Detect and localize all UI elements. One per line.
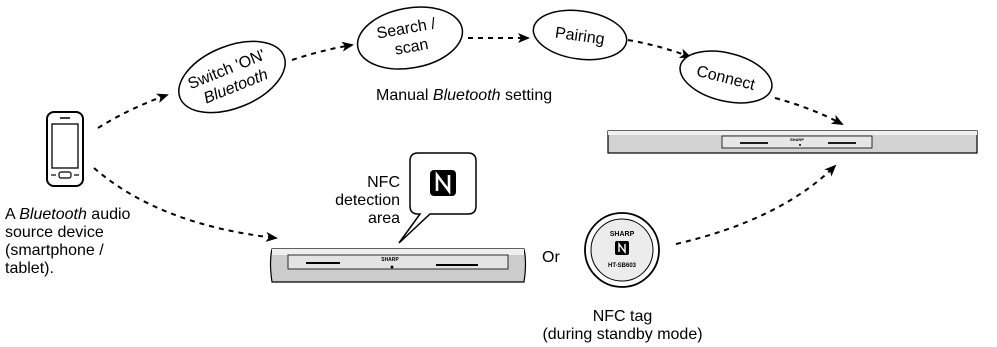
soundbar-top-brand: SHARP [790,137,804,142]
soundbar-top: SHARP [607,130,978,154]
step-connect: Connect [679,50,773,104]
tag-model: HT-SB603 [608,263,637,269]
nfc-detection-label: NFC detection area [335,174,400,227]
nfc-tag-label: NFC tag (during standby mode) [542,308,703,343]
tag-brand: SHARP [610,231,635,238]
soundbar-bottom: SHARP [269,248,527,283]
nfc-callout [398,152,477,244]
nfc-n-mark-icon [430,170,456,196]
manual-setting-label: Manual Bluetooth setting [376,87,552,104]
arrow-switch-to-search [291,41,354,61]
step-switch-on: Switch 'ON' Bluetooth [178,40,286,114]
arrow-phone-to-switch [97,93,169,129]
search-line2: scan [394,36,430,59]
or-label: Or [542,249,560,266]
smartphone-icon [46,111,84,187]
arrow-connect-to-soundbar [774,97,844,125]
step-pairing: Pairing [532,9,628,61]
arrow-tag-to-soundbar [675,164,837,245]
source-device-label: A Bluetooth audio source device (smartph… [5,206,131,277]
pairing-label: Pairing [554,25,606,49]
arrow-pairing-to-connect [627,39,692,58]
step-search-scan: Search / scan [356,6,464,70]
soundbar-bottom-brand: SHARP [381,257,399,263]
tag-n-mark-icon [615,241,629,255]
arrow-phone-to-nfc-soundbar [93,167,278,242]
nfc-tag: SHARP HT-SB603 [584,212,660,288]
